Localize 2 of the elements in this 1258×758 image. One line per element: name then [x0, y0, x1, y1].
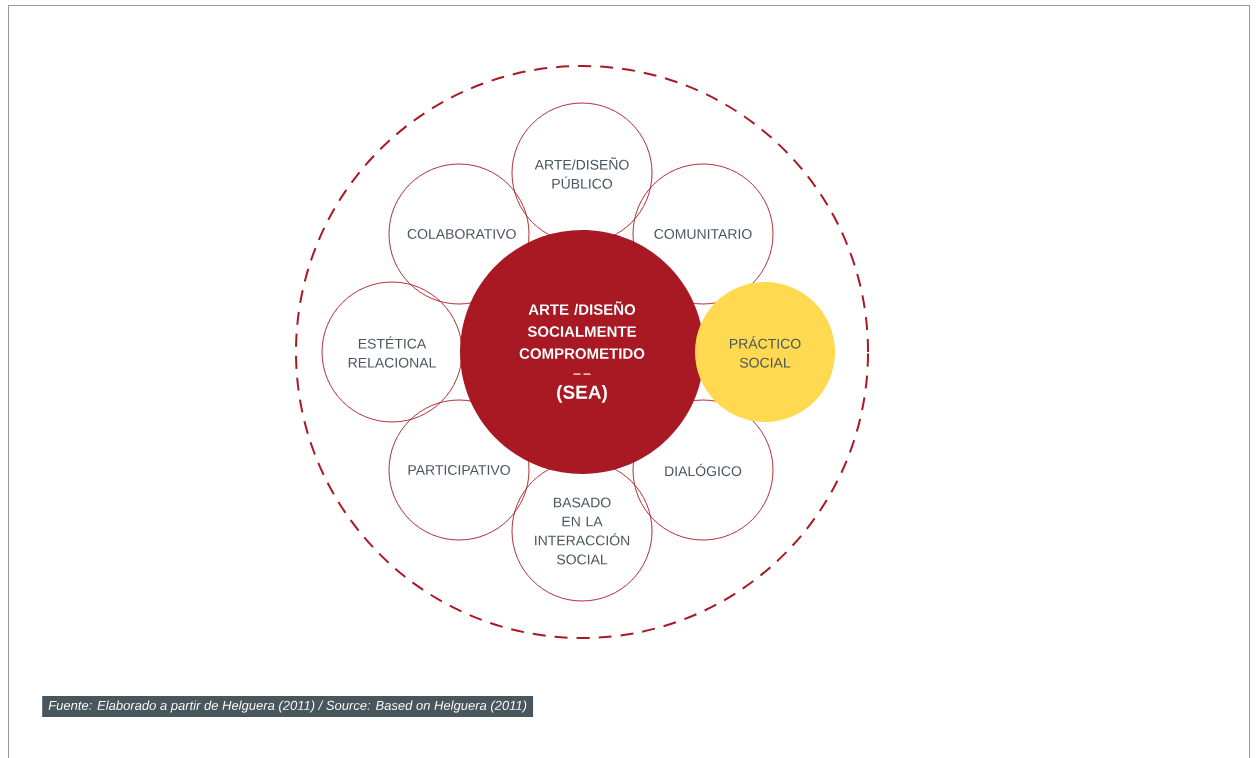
caption: Fuente: Elaborado a partir de Helguera (2011) / Source: Based on Helguera (2011)	[42, 696, 534, 717]
boundary-circle	[295, 65, 869, 639]
